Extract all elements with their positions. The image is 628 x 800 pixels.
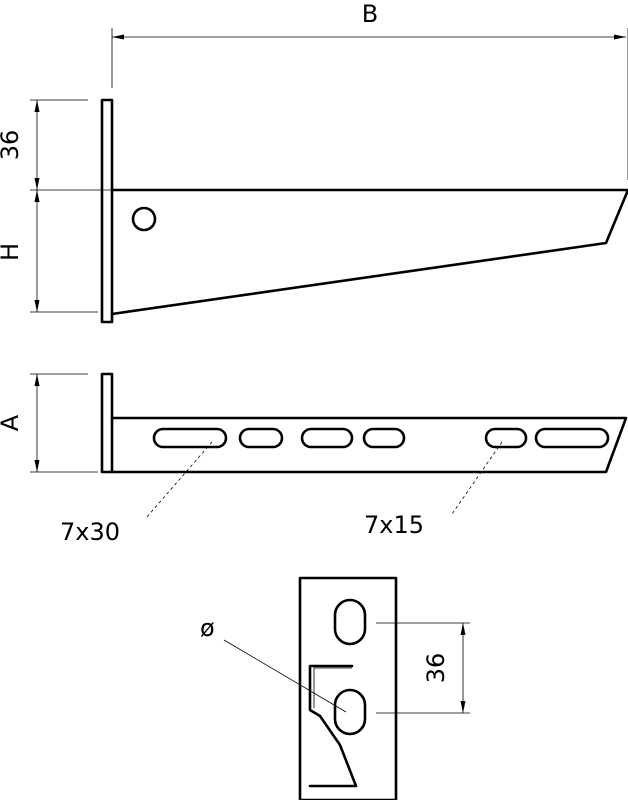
plan-arm — [110, 416, 628, 474]
detail-plate — [298, 576, 398, 800]
dimension-b-label: B — [362, 0, 378, 28]
slot-7x30-1 — [152, 427, 228, 449]
dimension-b: B — [111, 0, 628, 180]
slot-7x15-2 — [362, 427, 406, 449]
detail-arm-profile — [308, 664, 358, 788]
slot-7x30-label: 7x30 — [60, 518, 120, 546]
detail-arm-inner-edge — [313, 667, 352, 708]
dimension-a: A — [0, 373, 98, 473]
dimension-h-label: H — [0, 243, 24, 261]
dimension-36-detail: 36 — [376, 622, 470, 714]
wall-plate — [100, 98, 114, 324]
slot-7x15-label: 7x15 — [364, 511, 424, 539]
slot-7x15-1 — [238, 427, 284, 449]
slot-7x30-3 — [534, 427, 610, 449]
side-elevation-view: B 36 H — [0, 0, 628, 324]
leader-diameter — [223, 639, 347, 713]
leader-7x15 — [451, 441, 503, 515]
diameter-label: ø — [200, 614, 215, 642]
dimension-a-label: A — [0, 414, 24, 431]
dimension-36-detail-label: 36 — [422, 653, 450, 684]
dimension-36-label: 36 — [0, 130, 24, 161]
detail-lower-slot — [333, 688, 367, 736]
leader-7x30 — [145, 441, 213, 519]
detail-upper-slot — [333, 598, 367, 646]
plan-wall-plate — [100, 372, 114, 474]
plate-detail-view: ø 36 — [200, 576, 470, 800]
dimension-36-and-h: 36 H — [0, 99, 112, 313]
plan-view: A 7x30 7x15 — [0, 372, 628, 546]
mounting-hole — [131, 206, 157, 232]
slot-7x15-3 — [484, 427, 528, 449]
cantilever-arm — [110, 188, 628, 316]
slot-7x30-2 — [300, 427, 354, 449]
